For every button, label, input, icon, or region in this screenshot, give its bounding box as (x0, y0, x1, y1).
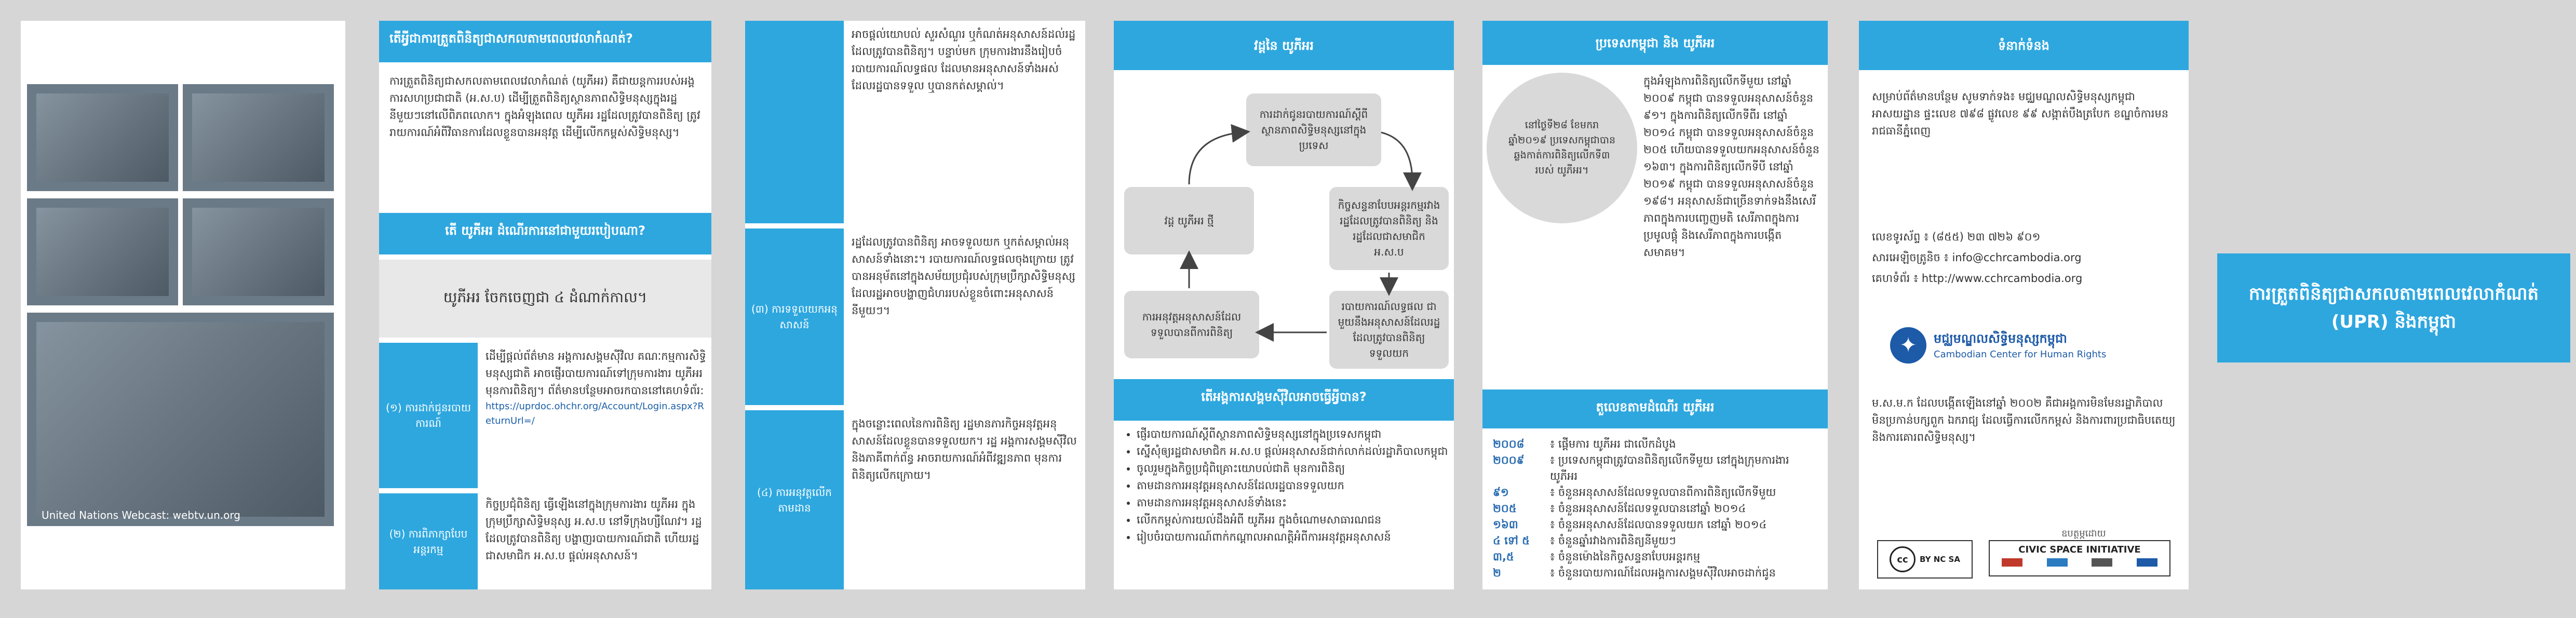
contact-phone: លេខទូរស័ព្ទ ៖ (៨៥៥) ២៣ ៧២៦ ៩០១ (1872, 231, 2041, 243)
heading-upr-facts: តួលេខតាមដំណើរ យូភីអរ (1482, 389, 1828, 428)
panel-stages: អាចផ្តល់យោបល់ សួរសំណួរ ឬកំណត់អនុសាសន៍ដល់… (745, 21, 1085, 589)
cc-icon: cc (1890, 546, 1916, 572)
table-row: ៣,៥៖ ចំនួនម៉ោងនៃកិច្ចសន្ទនាបែបអន្តរកម្ម (1493, 550, 1701, 563)
civil-society-actions: ផ្ញើរបាយការណ៍ស្តីពីស្ថានភាពសិទ្ធិមនុស្សន… (1119, 426, 1464, 587)
upr-doc-link[interactable]: https://uprdoc.ohchr.org/Account/Login.a… (485, 401, 704, 426)
heading-how-upr-works: តើ យូភីអរ ដំណើរការនៅជាមួយរបៀបណា? (379, 213, 711, 254)
heading-upr-cycle: វដ្តនៃ យូភីអរ (1114, 21, 1454, 70)
cc-license-badge: cc BY NC SA (1877, 540, 1973, 579)
support-label: ឧបត្ថម្ភដោយ (2061, 528, 2106, 539)
table-row: ៤ ទៅ ៥៖ ចំនួនឆ្នាំរវាងការពិនិត្យនីមួយៗ (1493, 534, 1676, 547)
stage-2-continued-bar (745, 21, 844, 223)
heading-what-is-upr: តើអ្វីជាការត្រួតពិនិត្យជាសកលតាមពេលវេលាកំ… (379, 21, 711, 62)
stage-4-label: (៤) ការអនុវត្តលើកតាមដាន (745, 410, 844, 589)
list-item: ស្នើសុំឲ្យរដ្ឋជាសមាជិក អ.ស.ប ផ្តល់អនុសាស… (1137, 443, 1464, 460)
cc-terms: BY NC SA (1920, 555, 1960, 564)
list-item: រៀបចំរបាយការណ៍ពាក់កណ្តាលអាណត្តិអំពីការអន… (1137, 529, 1464, 546)
stage-2-continued: អាចផ្តល់យោបល់ សួរសំណួរ ឬកំណត់អនុសាសន៍ដល់… (852, 28, 1076, 92)
list-item: លើកកម្ពស់ការយល់ដឹងអំពី យូភីអរ ក្នុងចំណោម… (1137, 512, 1464, 529)
photo-meeting-2 (182, 83, 335, 192)
cycle-step-new-cycle: វដ្ត យូភីអរ ថ្មី (1124, 187, 1254, 254)
list-item: តាមដានការអនុវត្តអនុសាសន៍ទាំងនេះ (1137, 494, 1464, 512)
civic-space-text: CIVIC SPACE INITIATIVE (2018, 544, 2141, 555)
stage-4-body: ក្នុងចន្លោះពេលនៃការពិនិត្យ រដ្ឋមានភារកិច… (852, 418, 1077, 481)
table-row: ២០០៨៖ ផ្តើមការ យូភីអរ ជាលើកដំបូង (1493, 438, 1676, 450)
stage-2-label: (២) ការពិភាក្សាបែបអន្តរកម្ម (379, 493, 478, 589)
org-description: ម.ស.ម.ក ដែលបង្កើតឡើងនៅឆ្នាំ ២០០២ គឺជាអង្… (1872, 397, 2176, 444)
dove-icon: ✦ (1890, 327, 1926, 364)
stage-2-body: កិច្ចប្រជុំពិនិត្យ ធ្វើឡើងនៅក្នុងក្រុមកា… (485, 498, 702, 562)
stage-1-label: (១) ការដាក់ជូនរបាយការណ៍ (379, 343, 478, 488)
photo-meeting-4 (182, 197, 335, 306)
cycle-step-implementation: ការអនុវត្តអនុសាសន៍ដែលទទួលបានពីការពិនិត្យ (1124, 291, 1259, 358)
partner-logo-icon (2002, 558, 2023, 567)
stages-text: យូភីអរ ចែកចេញជា ៤ ដំណាក់កាល។ (443, 288, 648, 306)
list-item: តាមដានការអនុវត្តអនុសាសន៍ដែលរដ្ឋបានទទួលយក (1137, 477, 1464, 494)
partner-logo-icon (2092, 558, 2113, 567)
cycle-step-dialogue: កិច្ចសន្ទនាបែបអន្តរកម្មរវាងរដ្ឋដែលត្រូវប… (1329, 187, 1449, 270)
table-row: ២០០៩៖ ប្រទេសកម្ពុជាត្រូវបានពិនិត្យលើកទីម… (1493, 454, 1789, 482)
stage-3-body: រដ្ឋដែលត្រូវបានពិនិត្យ អាចទទួលយក ឬកត់សម្… (852, 236, 1075, 317)
heading-contact: ទំនាក់ទំនង (1859, 21, 2189, 70)
photo-caption: United Nations Webcast: webtv.un.org (42, 509, 240, 521)
partner-logo-icon (2046, 558, 2068, 567)
list-item: ចូលរួមក្នុងកិច្ចប្រជុំពិគ្រោះយោបល់ជាតិ ម… (1137, 460, 1464, 477)
photo-un-hall (26, 312, 335, 527)
panel-upr-intro: តើអ្វីជាការត្រួតពិនិត្យជាសកលតាមពេលវេលាកំ… (379, 21, 711, 589)
org-name-khmer: មជ្ឈមណ្ឌលសិទ្ធិមនុស្សកម្ពុជា (1934, 331, 2067, 346)
stage-1-text: ដើម្បីផ្តល់ព័ត៌មាន អង្គការសង្គមស៊ីវិល គណ… (485, 350, 706, 397)
panel-photos: United Nations Webcast: webtv.un.org (21, 21, 345, 589)
cambodia-upr-body: ក្នុងអំឡុងការពិនិត្យលើកទីមួយ នៅឆ្នាំ ២០០… (1643, 75, 1819, 259)
facts-table: ២០០៨៖ ផ្តើមការ យូភីអរ ជាលើកដំបូង ២០០៩៖ ប… (1493, 436, 1820, 587)
highlight-circle: នៅថ្ងៃទី២៨ ខែមករា ឆ្នាំ២០១៩ ប្រទេសកម្ពុជ… (1487, 73, 1637, 223)
table-row: ២៖ ចំនួនរបាយការណ៍ដែលអង្គការសង្គមស៊ីវិលអា… (1493, 567, 1776, 579)
stage-3-label: (៣) ការទទួលយកអនុសាសន៍ (745, 229, 844, 405)
contact-website[interactable]: គេហទំព័រ ៖ http://www.cchrcambodia.org (1872, 272, 2083, 285)
upr-definition: ការត្រួតពិនិត្យជាសកលតាមពេលវេលាកំណត់ (យូភ… (389, 75, 700, 139)
photo-meeting-3 (26, 197, 179, 306)
table-row: ១៦៣៖ ចំនួនអនុសាសន៍ដែលបានទទួលយក នៅឆ្នាំ ២… (1493, 518, 1767, 531)
table-row: ២០៥៖ ចំនួនអនុសាសន៍ដែលទទួលបាននៅឆ្នាំ ២០១៤ (1493, 502, 1746, 515)
stages-summary: យូភីអរ ចែកចេញជា ៤ ដំណាក់កាល។ (379, 260, 711, 338)
cycle-step-submission: ការដាក់ជូនរបាយការណ៍ស្តីពីស្ថានភាពសិទ្ធិម… (1246, 93, 1381, 166)
arrow-5 (1188, 124, 1250, 185)
civic-space-logo: CIVIC SPACE INITIATIVE (1989, 540, 2170, 576)
cchr-logo: ✦ មជ្ឈមណ្ឌលសិទ្ធិមនុស្សកម្ពុជា Cambodian… (1890, 322, 2160, 369)
table-row: ៩១៖ ចំនួនអនុសាសន៍ដែលទទួលបានពីការពិនិត្យល… (1493, 486, 1776, 499)
stage-1-body: ដើម្បីផ្តល់ព័ត៌មាន អង្គការសង្គមស៊ីវិល គណ… (485, 348, 706, 488)
heading-civil-society: តើអង្គការសង្គមស៊ីវិលអាចធ្វើអ្វីបាន? (1114, 379, 1454, 421)
list-item: ផ្ញើរបាយការណ៍ស្តីពីស្ថានភាពសិទ្ធិមនុស្សន… (1137, 426, 1464, 443)
cover-title: ការត្រួតពិនិត្យជាសកលតាមពេលវេលាកំណត់ (UPR… (2217, 253, 2570, 362)
photo-meeting-1 (26, 83, 179, 192)
panel-cambodia-upr: ប្រទេសកម្ពុជា និង យូភីអរ នៅថ្ងៃទី២៨ ខែមក… (1482, 21, 1828, 589)
panel-contact: ទំនាក់ទំនង សម្រាប់ព័ត៌មានបន្ថែម សូមទាក់ទ… (1859, 21, 2189, 589)
panel-upr-cycle: វដ្តនៃ យូភីអរ ការដាក់ជូនរបាយការណ៍ស្តីពីស… (1114, 21, 1454, 589)
contact-address: សម្រាប់ព័ត៌មានបន្ថែម សូមទាក់ទង៖ មជ្ឈមណ្ឌ… (1872, 90, 2169, 137)
contact-email[interactable]: សារអេឡិចត្រូនិច ៖ info@cchrcambodia.org (1872, 251, 2082, 264)
partner-logo-icon (2136, 558, 2157, 567)
cycle-step-outcome: របាយការណ៍លទ្ធផល ជាមួយនឹងអនុសាសន៍ដែលរដ្ឋដ… (1329, 291, 1449, 369)
heading-cambodia-upr: ប្រទេសកម្ពុជា និង យូភីអរ (1482, 21, 1828, 65)
arrow-1 (1381, 131, 1422, 191)
org-name-english: Cambodian Center for Human Rights (1934, 349, 2107, 360)
